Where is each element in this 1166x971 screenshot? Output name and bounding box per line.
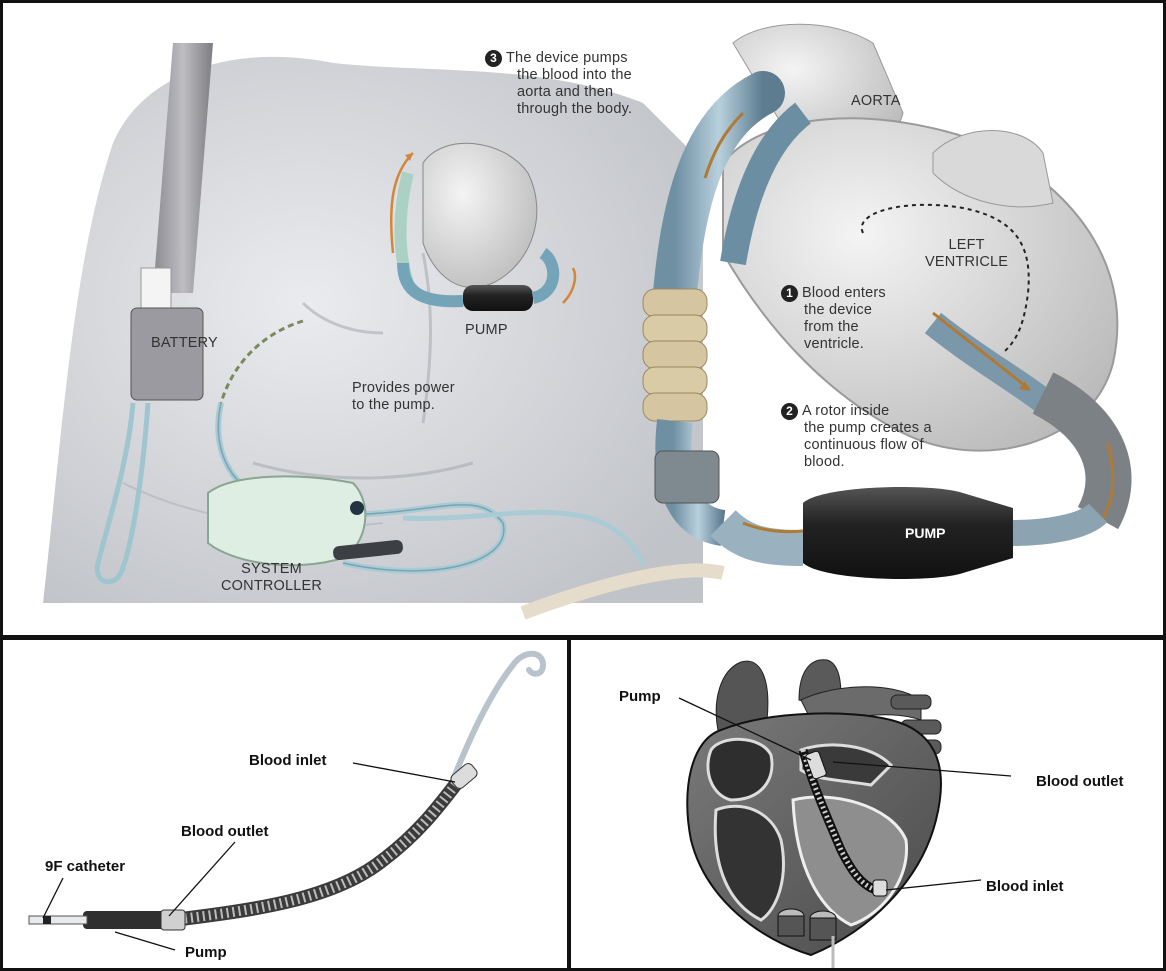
- provides-power-caption: Provides power to the pump.: [352, 380, 455, 414]
- pigtail-tip: [455, 654, 543, 775]
- heart-cutaway-panel: Pump Blood outlet Blood inlet: [568, 637, 1166, 971]
- catheter-pump-illustration: [3, 640, 570, 971]
- step3-line-4: through the body.: [485, 101, 632, 118]
- provides-power-line-1: Provides power: [352, 380, 455, 397]
- step3-line-1: The device pumps: [506, 50, 628, 66]
- system-controller-line-1: SYSTEM: [221, 561, 322, 578]
- system-controller-line-2: CONTROLLER: [221, 578, 322, 595]
- coiled-cannula: [173, 775, 463, 920]
- provides-power-line-2: to the pump.: [352, 397, 455, 414]
- pump-label: Pump: [619, 688, 661, 705]
- battery-clip: [141, 268, 171, 308]
- blood-outlet-label: Blood outlet: [1036, 773, 1123, 790]
- step1-number-badge: 1: [781, 285, 798, 302]
- catheter-shaft: [29, 916, 87, 924]
- step3-line-2: the blood into the: [485, 67, 632, 84]
- catheter-label: 9F catheter: [45, 858, 125, 875]
- step1-line-1: Blood enters: [802, 285, 886, 301]
- step1-line-2: the device: [781, 302, 886, 319]
- step2-line-2: the pump creates a: [781, 420, 932, 437]
- system-controller-label: SYSTEM CONTROLLER: [221, 561, 322, 595]
- step3-number-badge: 3: [485, 50, 502, 67]
- small-pump-label: PUMP: [465, 322, 508, 339]
- left-ventricle-label: LEFT VENTRICLE: [925, 237, 1008, 271]
- step2-line-3: continuous flow of: [781, 437, 932, 454]
- battery-pack: [131, 308, 203, 400]
- small-pump: [463, 285, 533, 311]
- blood-outlet-label: Blood outlet: [181, 823, 268, 840]
- left-ventricle-line-2: VENTRICLE: [925, 254, 1008, 271]
- pump-label: Pump: [185, 944, 227, 961]
- step2-number-badge: 2: [781, 403, 798, 420]
- aorta-label: AORTA: [851, 93, 901, 110]
- step3-line-3: aorta and then: [485, 84, 632, 101]
- battery-label: BATTERY: [151, 335, 218, 352]
- step1-line-4: ventricle.: [781, 336, 886, 353]
- blood-inlet-label: Blood inlet: [986, 878, 1064, 895]
- step2-line-4: blood.: [781, 454, 932, 471]
- device-inlet: [873, 880, 887, 896]
- step2-line-1: A rotor inside: [802, 403, 889, 419]
- catheter-pump-panel: Blood inlet Blood outlet 9F catheter Pum…: [0, 637, 570, 971]
- step1-line-3: from the: [781, 319, 886, 336]
- left-ventricle-line-1: LEFT: [925, 237, 1008, 254]
- blood-inlet-label: Blood inlet: [249, 752, 327, 769]
- bend-relief: [643, 289, 707, 421]
- large-pump-label: PUMP: [905, 525, 945, 541]
